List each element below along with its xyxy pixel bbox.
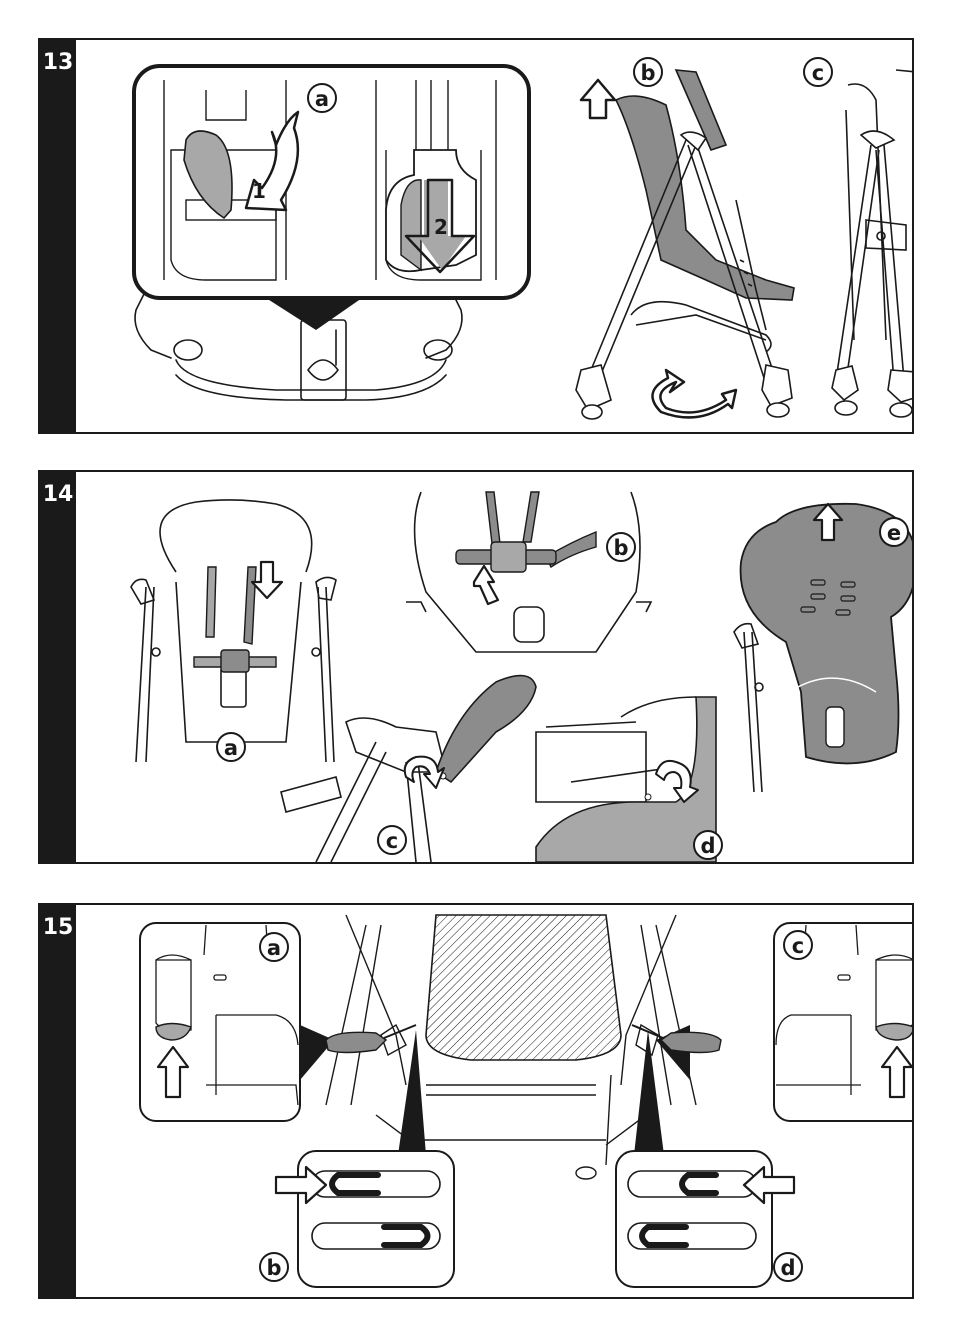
step-13-label-b: b — [640, 61, 655, 85]
zoom-pointer — [398, 1030, 426, 1155]
step-15-label-c: c — [792, 934, 804, 958]
step-13-illustration: 1 2 a b c — [76, 40, 914, 432]
step-13-bar: 13 — [40, 40, 76, 432]
step-13-number: 13 — [40, 50, 76, 75]
step-14-illustration: a b c — [76, 472, 914, 862]
zoom-pointer — [266, 298, 362, 330]
step-14-panel: 14 a — [38, 470, 914, 864]
zoom-pointer — [634, 1030, 664, 1155]
step-15-illustration: a c b d — [76, 905, 914, 1297]
rotate-arrow-icon — [656, 761, 698, 802]
step-13-label-a: a — [315, 87, 329, 111]
arrow-number-1: 1 — [252, 179, 266, 203]
zoom-pointer — [300, 1025, 334, 1080]
step-15-label-b: b — [266, 1256, 281, 1280]
arrow-up-icon — [581, 80, 615, 118]
rotate-arrow-icon — [652, 370, 736, 417]
step-15-bar: 15 — [40, 905, 76, 1297]
step-13-panel: 13 — [38, 38, 914, 434]
step-14-number: 14 — [40, 482, 76, 507]
step-14-label-b: b — [613, 536, 628, 560]
step-14-label-e: e — [887, 521, 901, 545]
step-14-label-c: c — [386, 829, 398, 853]
step-15-number: 15 — [40, 915, 76, 940]
step-14-bar: 14 — [40, 472, 76, 862]
step-13-label-c: c — [812, 61, 824, 85]
step-15-panel: 15 — [38, 903, 914, 1299]
step-15-label-a: a — [267, 936, 281, 960]
step-14-label-d: d — [700, 834, 715, 858]
arrow-number-2: 2 — [434, 215, 448, 239]
step-14-label-a: a — [224, 736, 238, 760]
step-15-label-d: d — [780, 1256, 795, 1280]
